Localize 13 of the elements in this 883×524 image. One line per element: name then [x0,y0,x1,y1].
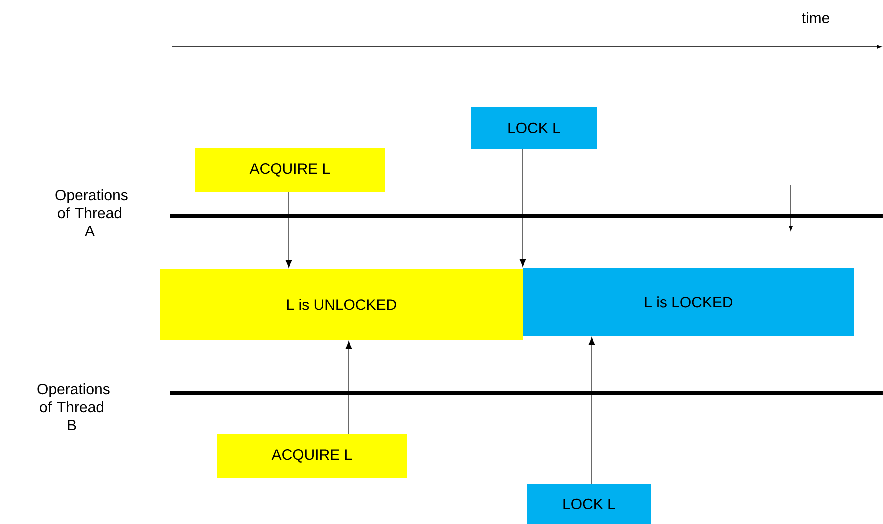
operation-box: ACQUIRE L [217,434,408,478]
arrow [588,337,596,484]
operation-box: ACQUIRE L [195,148,386,192]
operation-box: LOCK L [471,107,598,150]
state-box: L is UNLOCKED [160,269,524,340]
arrow [286,192,292,268]
thread-label: Operations of Thread B [38,384,110,430]
axis-label: time [802,12,830,24]
arrow [520,149,526,268]
state-box: L is LOCKED [523,268,854,336]
arrow [346,341,352,434]
thread-label: Operations of Thread A [56,190,128,236]
operation-box: LOCK L [527,484,652,524]
